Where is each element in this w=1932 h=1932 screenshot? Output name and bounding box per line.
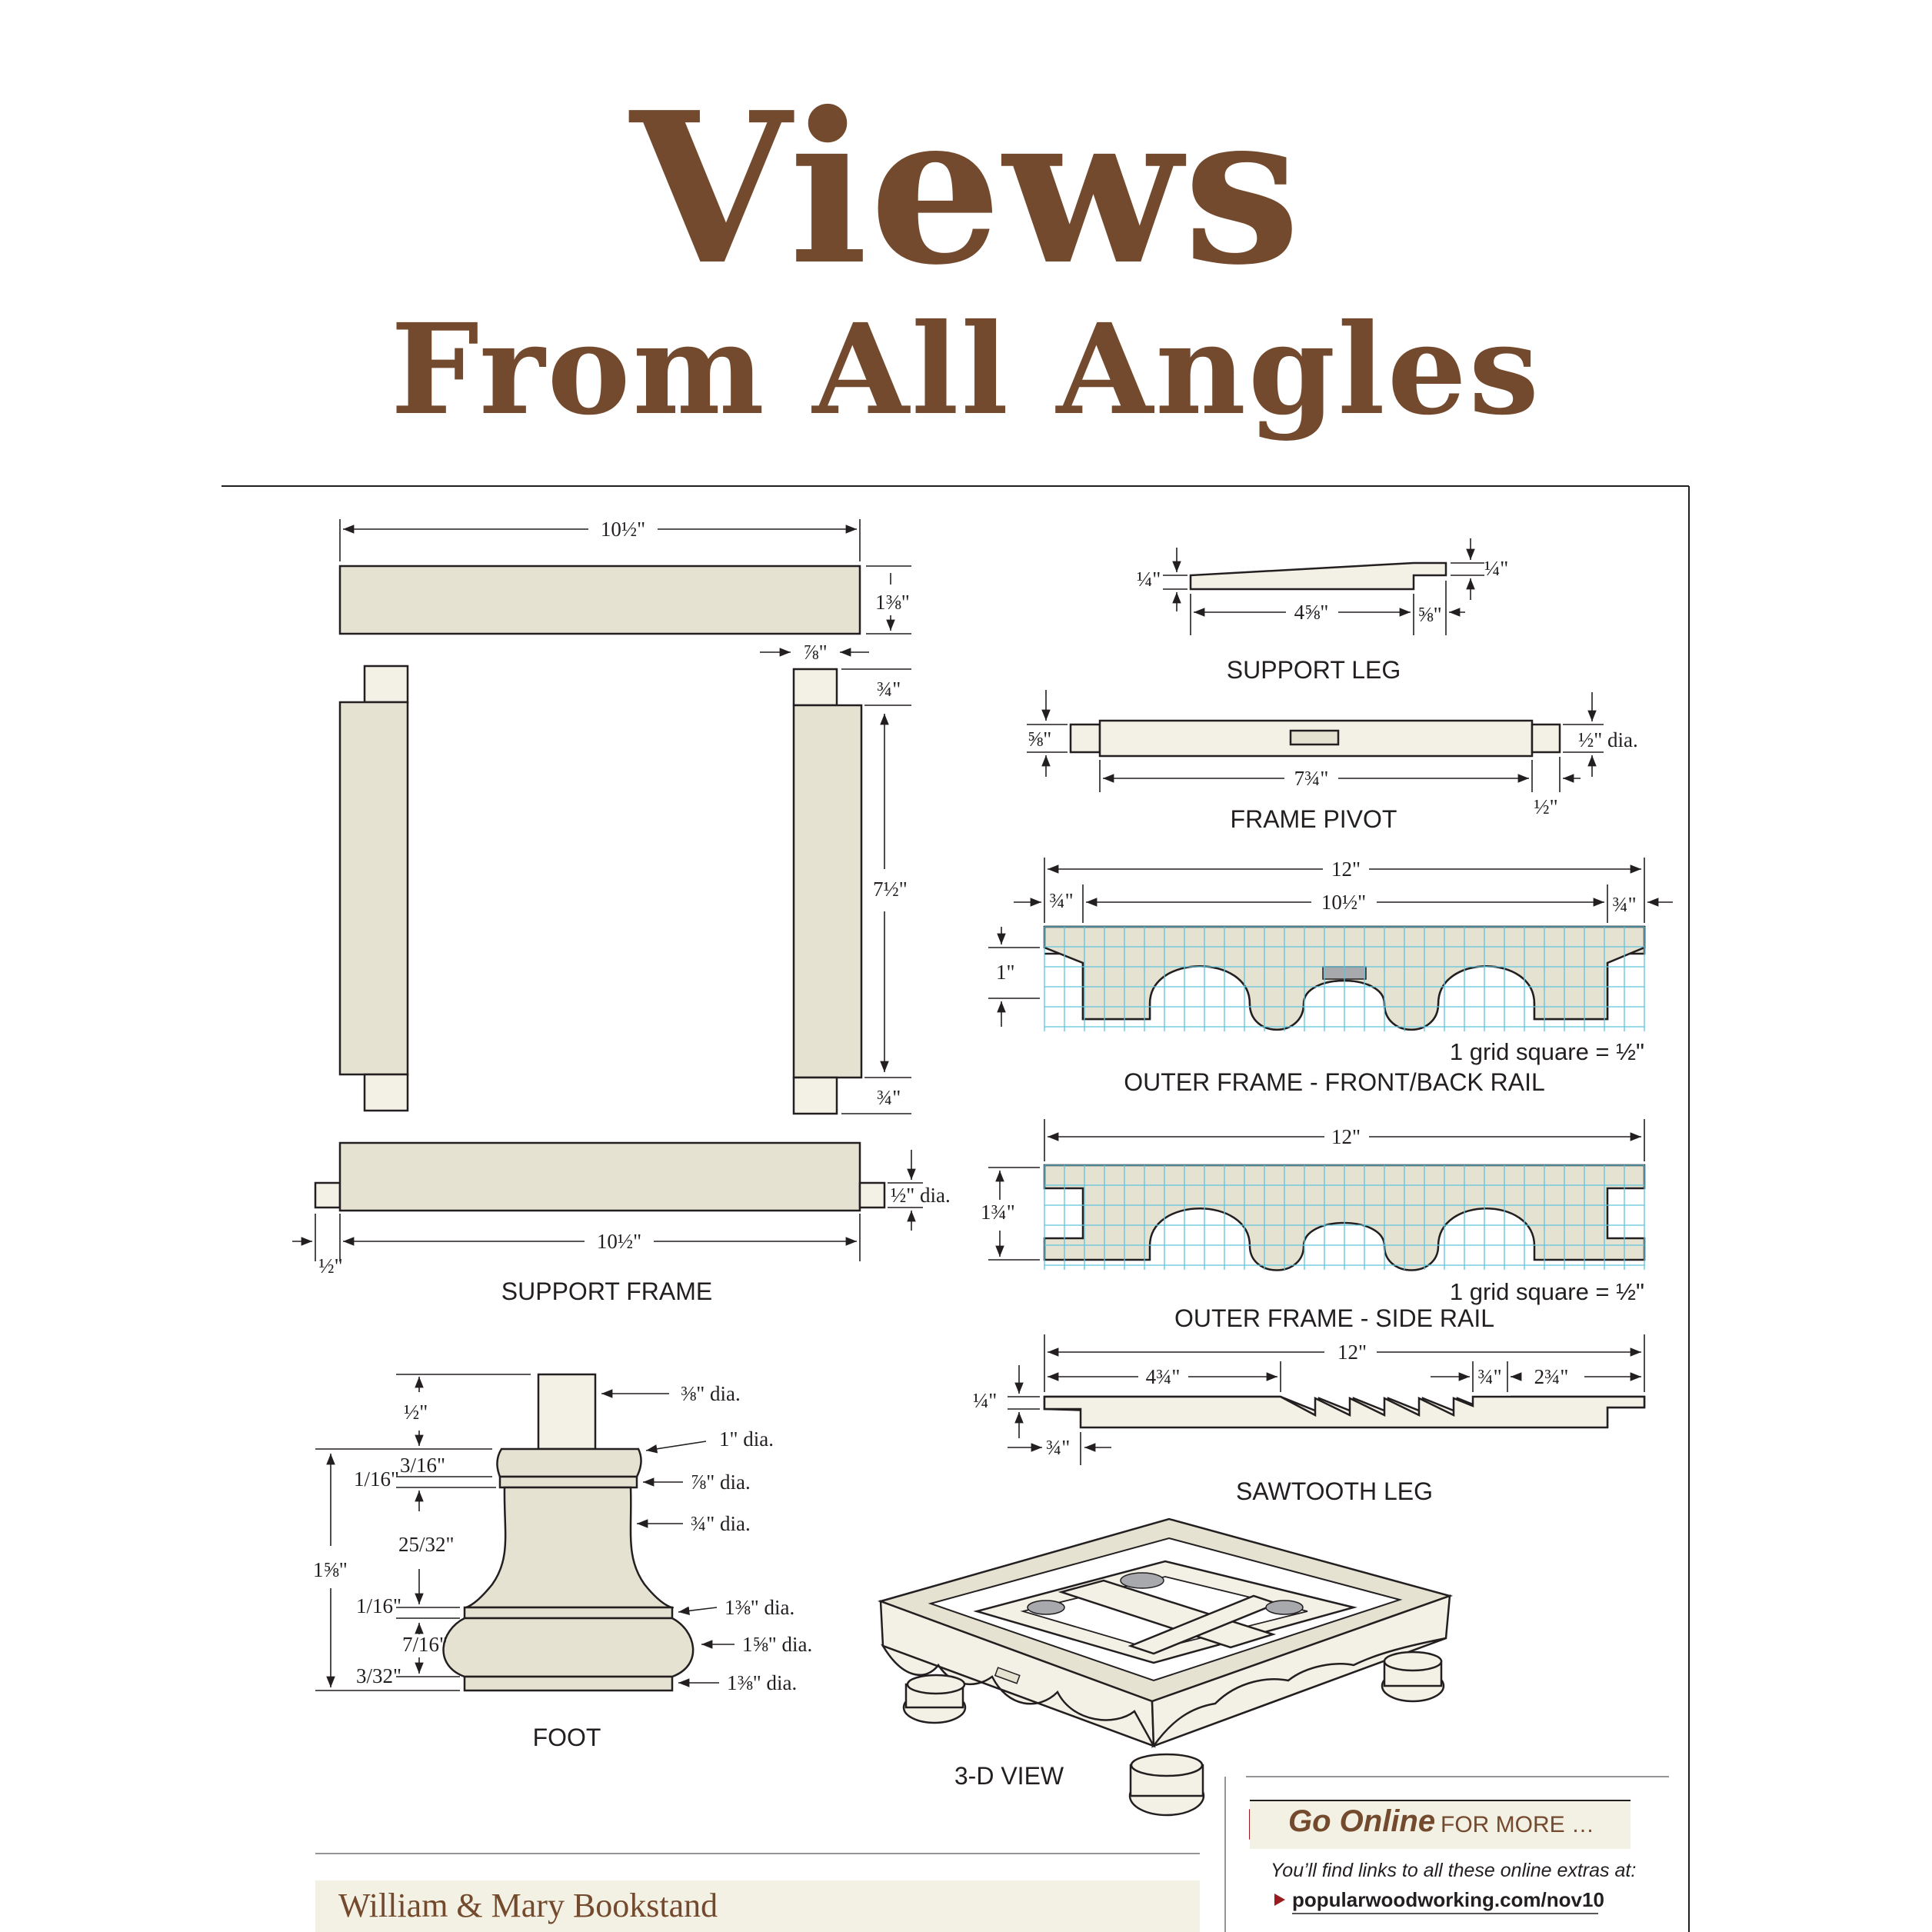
page-title: Views [630,66,1302,311]
dim-fb-left: ¾" [1049,889,1073,912]
dim-foot-a: 3/16" [400,1454,445,1477]
dim-saw-depth: ¾" [1046,1436,1070,1459]
dim-foot-h: 7/16" [402,1633,448,1656]
dim-foot-i-dia: 1⅝" dia. [742,1633,812,1656]
dim-top-height: 1⅜" [875,591,910,614]
fb-grid-scale: 1 grid square = ½" [1450,1038,1644,1065]
sawtooth-leg-caption: SAWTOOTH LEG [1236,1477,1433,1505]
dim-saw-tooth: ¾" [1477,1365,1501,1388]
dim-saw-overall: 12" [1337,1341,1367,1364]
dim-side-length: 7½" [873,878,908,901]
side-rail-drawing: 12" 1¾" 1 grid square = ½" OUTER FRAME -… [981,1119,1646,1332]
dim-foot-f: 1/16" [356,1594,401,1617]
dim-saw-thick: ¼" [973,1389,997,1412]
go-online-header [1250,1800,1631,1849]
dim-foot-g-dia: 1⅜" dia. [724,1596,794,1619]
three-d-view-drawing: 3-D VIEW [877,1517,1454,1817]
support-leg-shape [1189,561,1447,591]
support-frame-left-rail [338,701,409,1076]
dim-pin-length: ½" [318,1254,342,1277]
side-rail-caption: OUTER FRAME - SIDE RAIL [1174,1304,1494,1332]
link-bullet-icon [1274,1894,1285,1906]
dim-tenon-top: ¾" [877,678,901,701]
dim-saw-left: 4¾" [1146,1365,1181,1388]
side-grid-scale: 1 grid square = ½" [1450,1278,1644,1305]
three-d-caption: 3-D VIEW [954,1762,1064,1790]
dim-foot-j: 3/32" [356,1664,401,1687]
support-frame-caption: SUPPORT FRAME [501,1277,712,1305]
support-leg-drawing: ¼" ¼" 4⅝" ⅝" SUPPORT LEG [1137,538,1508,684]
dim-tenon-bottom: ¾" [877,1086,901,1109]
dim-foot-c-dia: ⅞" dia. [691,1471,751,1494]
dim-leg-tenon: ⅝" [1417,603,1441,626]
dim-fb-middle: 10½" [1321,891,1366,914]
support-leg-caption: SUPPORT LEG [1227,656,1401,684]
sawtooth-leg-drawing: 12" 4¾" ¾" 2¾" ¼" ¾" SAWTOOTH LEG [973,1334,1646,1505]
dim-foot-pin-len: ½" [404,1401,428,1424]
dim-foot-k-dia: 1⅜" dia. [727,1671,797,1694]
dim-saw-right: 2¾" [1534,1365,1569,1388]
front-back-rail-caption: OUTER FRAME - FRONT/BACK RAIL [1124,1068,1545,1096]
dim-bottom-width: 10½" [597,1230,641,1253]
dim-foot-b: 1/16" [354,1467,399,1491]
dim-top-width: 10½" [601,518,645,541]
go-online-title: Go Online [1288,1804,1436,1838]
dim-pivot-length: 7¾" [1294,767,1329,790]
dim-pin-dia: ½" dia. [891,1184,951,1207]
dim-foot-e: 25/32" [398,1533,455,1556]
frame-pivot-drawing: ⅝" ½" dia. 7¾" ½" FRAME PIVOT [1027,690,1638,833]
foot-drawing: ½" 3/16" 1/16" 25/32" 1⅝" 1/16" 7/16" 3/… [313,1373,812,1751]
dim-foot-pin-dia: ⅜" dia. [681,1382,741,1405]
dim-side-height: 1¾" [981,1201,1015,1224]
book-title: William & Mary Bookstand [338,1887,718,1924]
foot-body [464,1486,674,1609]
page-subtitle: From All Angles [390,297,1542,443]
dim-fb-height: 1" [996,961,1015,984]
dim-pivot-height: ⅝" [1028,728,1051,751]
go-online-link[interactable]: popularwoodworking.com/nov10 [1292,1888,1604,1911]
support-frame-bottom-rail [338,1141,861,1212]
go-online-text: You’ll find links to all these online ex… [1271,1860,1637,1881]
dim-foot-total: 1⅝" [313,1558,348,1581]
dim-fb-right: ¾" [1612,893,1636,916]
dim-side-overall: 12" [1331,1125,1361,1148]
support-frame-right-rail [792,704,863,1079]
dim-leg-right: ¼" [1484,557,1508,580]
go-online-subtitle: FOR MORE … [1441,1812,1594,1837]
dim-foot-d-dia: ¾" dia. [691,1512,751,1535]
dim-side-offset: ⅞" [803,641,827,664]
dim-leg-length: 4⅝" [1294,601,1329,624]
dim-pivot-dia: ½" dia. [1578,728,1638,751]
dim-fb-overall: 12" [1331,858,1361,881]
foot-caption: FOOT [533,1724,601,1751]
book-title-panel [315,1880,1200,1932]
front-back-rail-drawing: 12" ¾" 10½" ¾" 1" 1 grid square = ½" OUT… [988,858,1673,1096]
dim-pivot-end: ½" [1534,795,1557,818]
frame-pivot-caption: FRAME PIVOT [1231,805,1397,833]
dim-leg-left: ¼" [1137,568,1161,591]
dim-foot-top-dia: 1" dia. [719,1427,774,1451]
foot-pin [537,1373,597,1451]
support-frame-top-rail [338,565,861,635]
support-frame-drawing: 10½" 1⅜" ⅞" ¾" 7½" ¾" ½" dia. [292,518,951,1305]
